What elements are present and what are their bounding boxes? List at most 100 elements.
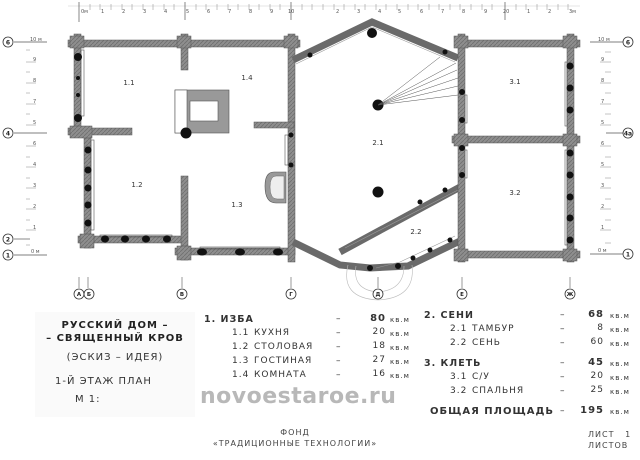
svg-text:7: 7 xyxy=(228,9,231,15)
svg-text:4: 4 xyxy=(33,162,36,168)
area-group-header: 3. КЛЕТЬ xyxy=(424,358,482,369)
seni-wall-edges xyxy=(295,26,459,269)
svg-text:8: 8 xyxy=(33,78,36,84)
svg-text:3: 3 xyxy=(33,183,36,189)
room-label-1-3: 1.3 xyxy=(231,201,242,209)
svg-text:2: 2 xyxy=(122,9,125,15)
svg-text:5: 5 xyxy=(601,120,604,126)
svg-text:1: 1 xyxy=(527,9,530,15)
room-label-1-1: 1.1 xyxy=(123,79,134,87)
project-subtitle: (ЭСКИЗ – ИДЕЯ) xyxy=(66,352,164,363)
svg-text:1: 1 xyxy=(626,252,630,259)
svg-text:0 м: 0 м xyxy=(598,248,607,254)
svg-text:7: 7 xyxy=(33,99,36,105)
svg-text:6: 6 xyxy=(420,9,423,15)
svg-text:9: 9 xyxy=(484,9,487,15)
svg-text:5: 5 xyxy=(186,9,189,15)
svg-text:Д: Д xyxy=(376,292,381,298)
svg-text:7: 7 xyxy=(601,99,604,105)
org-line2: «ТРАДИЦИОННЫЕ ТЕХНОЛОГИИ» xyxy=(212,439,378,448)
plan-name: 1-Й ЭТАЖ ПЛАН xyxy=(55,376,152,387)
svg-text:1: 1 xyxy=(33,225,36,231)
svg-text:2: 2 xyxy=(33,204,36,210)
svg-text:3м: 3м xyxy=(569,9,576,15)
area-group-header: 1. ИЗБА xyxy=(204,314,254,325)
svg-text:9: 9 xyxy=(601,57,604,63)
svg-text:3: 3 xyxy=(601,183,604,189)
seni-posts xyxy=(307,28,453,271)
svg-text:9: 9 xyxy=(33,57,36,63)
room-label-2-1: 2.1 xyxy=(372,139,383,147)
room-label-3-1: 3.1 xyxy=(509,78,520,86)
svg-text:4: 4 xyxy=(164,9,167,15)
staircase-lines xyxy=(377,56,459,106)
corner-bench xyxy=(264,171,287,204)
org-line1: ФОНД xyxy=(280,428,310,437)
svg-text:0 м: 0 м xyxy=(31,249,40,255)
svg-text:Ж: Ж xyxy=(567,292,574,298)
svg-text:9: 9 xyxy=(270,9,273,15)
sheet-label: ЛИСТ xyxy=(588,430,615,439)
svg-text:2: 2 xyxy=(336,9,339,15)
title-block: РУССКИЙ ДОМ – – СВЯЩЕННЫЙ КРОВ (ЭСКИЗ – … xyxy=(35,312,195,417)
svg-text:4а: 4а xyxy=(624,131,632,138)
svg-text:В: В xyxy=(180,292,184,298)
svg-text:1: 1 xyxy=(6,253,10,260)
area-value: 45 xyxy=(588,357,604,368)
svg-text:0м: 0м xyxy=(81,9,88,15)
izba-walls xyxy=(67,33,301,263)
sheet-info: ЛИСТ 1 ЛИСТОВ xyxy=(588,430,640,450)
room-label-1-4: 1.4 xyxy=(241,74,253,82)
svg-text:5: 5 xyxy=(601,162,604,168)
svg-text:6: 6 xyxy=(33,141,36,147)
sheet-number: 1 xyxy=(625,430,632,439)
plan-scale: М 1: xyxy=(75,394,101,405)
svg-text:7: 7 xyxy=(441,9,444,15)
org-name-block: ФОНД «ТРАДИЦИОННЫЕ ТЕХНОЛОГИИ» xyxy=(200,428,390,448)
svg-text:6: 6 xyxy=(6,40,10,47)
area-value: 80 xyxy=(370,313,386,324)
total-area-value: 195 xyxy=(580,405,604,416)
svg-text:1: 1 xyxy=(101,9,104,15)
total-area-label: ОБЩАЯ ПЛОЩАДЬ xyxy=(430,406,555,417)
svg-text:2: 2 xyxy=(548,9,551,15)
svg-text:20: 20 xyxy=(503,9,509,15)
svg-text:10: 10 xyxy=(288,9,294,15)
svg-text:6: 6 xyxy=(207,9,210,15)
svg-text:Г: Г xyxy=(289,292,293,298)
bottom-axis-markers: А Б В Г Д Е Ж xyxy=(73,277,576,300)
svg-text:4: 4 xyxy=(378,9,381,15)
svg-text:5: 5 xyxy=(33,120,36,126)
svg-text:8: 8 xyxy=(249,9,252,15)
svg-text:3: 3 xyxy=(357,9,360,15)
svg-text:2: 2 xyxy=(601,204,604,210)
watermark: novoestaroe.ru xyxy=(200,384,397,409)
klet-posts xyxy=(459,62,574,244)
svg-text:8: 8 xyxy=(601,78,604,84)
room-label-1-2: 1.2 xyxy=(131,181,142,189)
svg-text:5: 5 xyxy=(398,9,401,15)
area-value: 68 xyxy=(588,309,604,320)
klet-windows xyxy=(464,61,568,246)
room-label-3-2: 3.2 xyxy=(509,189,520,197)
svg-text:1: 1 xyxy=(601,225,604,231)
room-label-2-2: 2.2 xyxy=(410,228,421,236)
svg-text:4: 4 xyxy=(6,131,10,138)
klet-walls xyxy=(451,33,581,263)
svg-text:2: 2 xyxy=(6,237,10,244)
svg-text:10 м: 10 м xyxy=(598,37,610,43)
stove xyxy=(174,89,230,139)
svg-text:6: 6 xyxy=(601,141,604,147)
